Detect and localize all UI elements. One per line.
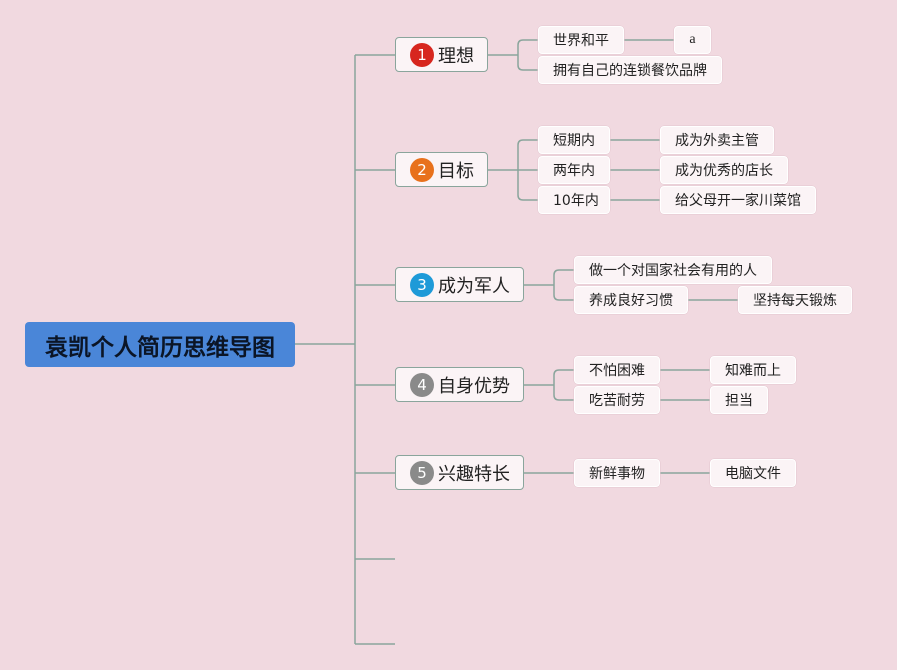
branch-soldier[interactable]: 3 成为军人: [395, 267, 524, 302]
leaf-label: 短期内: [553, 133, 595, 149]
connector: [553, 369, 574, 376]
branch-label: 自身优势: [438, 375, 510, 397]
connector: [553, 269, 574, 276]
leaf-label: 养成良好习惯: [589, 293, 673, 309]
leaf-label: 10年内: [553, 193, 599, 209]
connector: [517, 139, 538, 146]
leaf-label: 成为外卖主管: [675, 133, 759, 149]
leaf-label: 电脑文件: [725, 466, 781, 482]
leaf-label: 给父母开一家川菜馆: [675, 193, 801, 209]
leaf-world-peace[interactable]: 世界和平: [538, 26, 624, 54]
leaf-good-habits[interactable]: 养成良好习惯: [574, 286, 688, 314]
branch-ideal[interactable]: 1 理想: [395, 37, 488, 72]
leaf-label: 两年内: [553, 163, 595, 179]
leaf-sichuan-restaurant[interactable]: 给父母开一家川菜馆: [660, 186, 816, 214]
leaf-useful-person[interactable]: 做一个对国家社会有用的人: [574, 256, 772, 284]
leaf-label: 世界和平: [553, 33, 609, 49]
leaf-face-difficulty[interactable]: 知难而上: [710, 356, 796, 384]
leaf-label: a: [689, 32, 696, 47]
leaf-a[interactable]: a: [674, 26, 711, 54]
branch-goals[interactable]: 2 目标: [395, 152, 488, 187]
leaf-label: 做一个对国家社会有用的人: [589, 263, 757, 279]
number-1-icon: 1: [410, 42, 434, 67]
branch-hobbies[interactable]: 5 兴趣特长: [395, 455, 524, 490]
leaf-computer-files[interactable]: 电脑文件: [710, 459, 796, 487]
branch-label: 理想: [438, 45, 474, 67]
connector: [553, 394, 574, 401]
leaf-two-years[interactable]: 两年内: [538, 156, 610, 184]
leaf-label: 知难而上: [725, 363, 781, 379]
leaf-restaurant-brand[interactable]: 拥有自己的连锁餐饮品牌: [538, 56, 722, 84]
number-4-icon: 4: [410, 372, 434, 397]
connector: [517, 64, 538, 71]
branch-label: 兴趣特长: [438, 463, 510, 485]
leaf-label: 拥有自己的连锁餐饮品牌: [553, 63, 707, 79]
connector: [517, 194, 538, 201]
leaf-label: 不怕困难: [589, 363, 645, 379]
leaf-label: 新鲜事物: [589, 466, 645, 482]
number-3-icon: 3: [410, 272, 434, 297]
leaf-delivery-supervisor[interactable]: 成为外卖主管: [660, 126, 774, 154]
leaf-ten-years[interactable]: 10年内: [538, 186, 610, 214]
connector: [553, 294, 574, 301]
leaf-label: 担当: [725, 393, 753, 409]
number-2-icon: 2: [410, 157, 434, 182]
leaf-responsibility[interactable]: 担当: [710, 386, 768, 414]
leaf-fearless[interactable]: 不怕困难: [574, 356, 660, 384]
leaf-new-things[interactable]: 新鲜事物: [574, 459, 660, 487]
number-5-icon: 5: [410, 460, 434, 485]
leaf-short-term[interactable]: 短期内: [538, 126, 610, 154]
branch-label: 成为军人: [438, 275, 510, 297]
branch-strengths[interactable]: 4 自身优势: [395, 367, 524, 402]
leaf-label: 坚持每天锻炼: [753, 293, 837, 309]
leaf-store-manager[interactable]: 成为优秀的店长: [660, 156, 788, 184]
leaf-label: 成为优秀的店长: [675, 163, 773, 179]
leaf-label: 吃苦耐劳: [589, 393, 645, 409]
leaf-hardworking[interactable]: 吃苦耐劳: [574, 386, 660, 414]
root-title: 袁凯个人简历思维导图: [45, 334, 275, 361]
root-topic[interactable]: 袁凯个人简历思维导图: [25, 322, 295, 367]
leaf-daily-exercise[interactable]: 坚持每天锻炼: [738, 286, 852, 314]
branch-label: 目标: [438, 160, 474, 182]
connector: [517, 39, 538, 46]
